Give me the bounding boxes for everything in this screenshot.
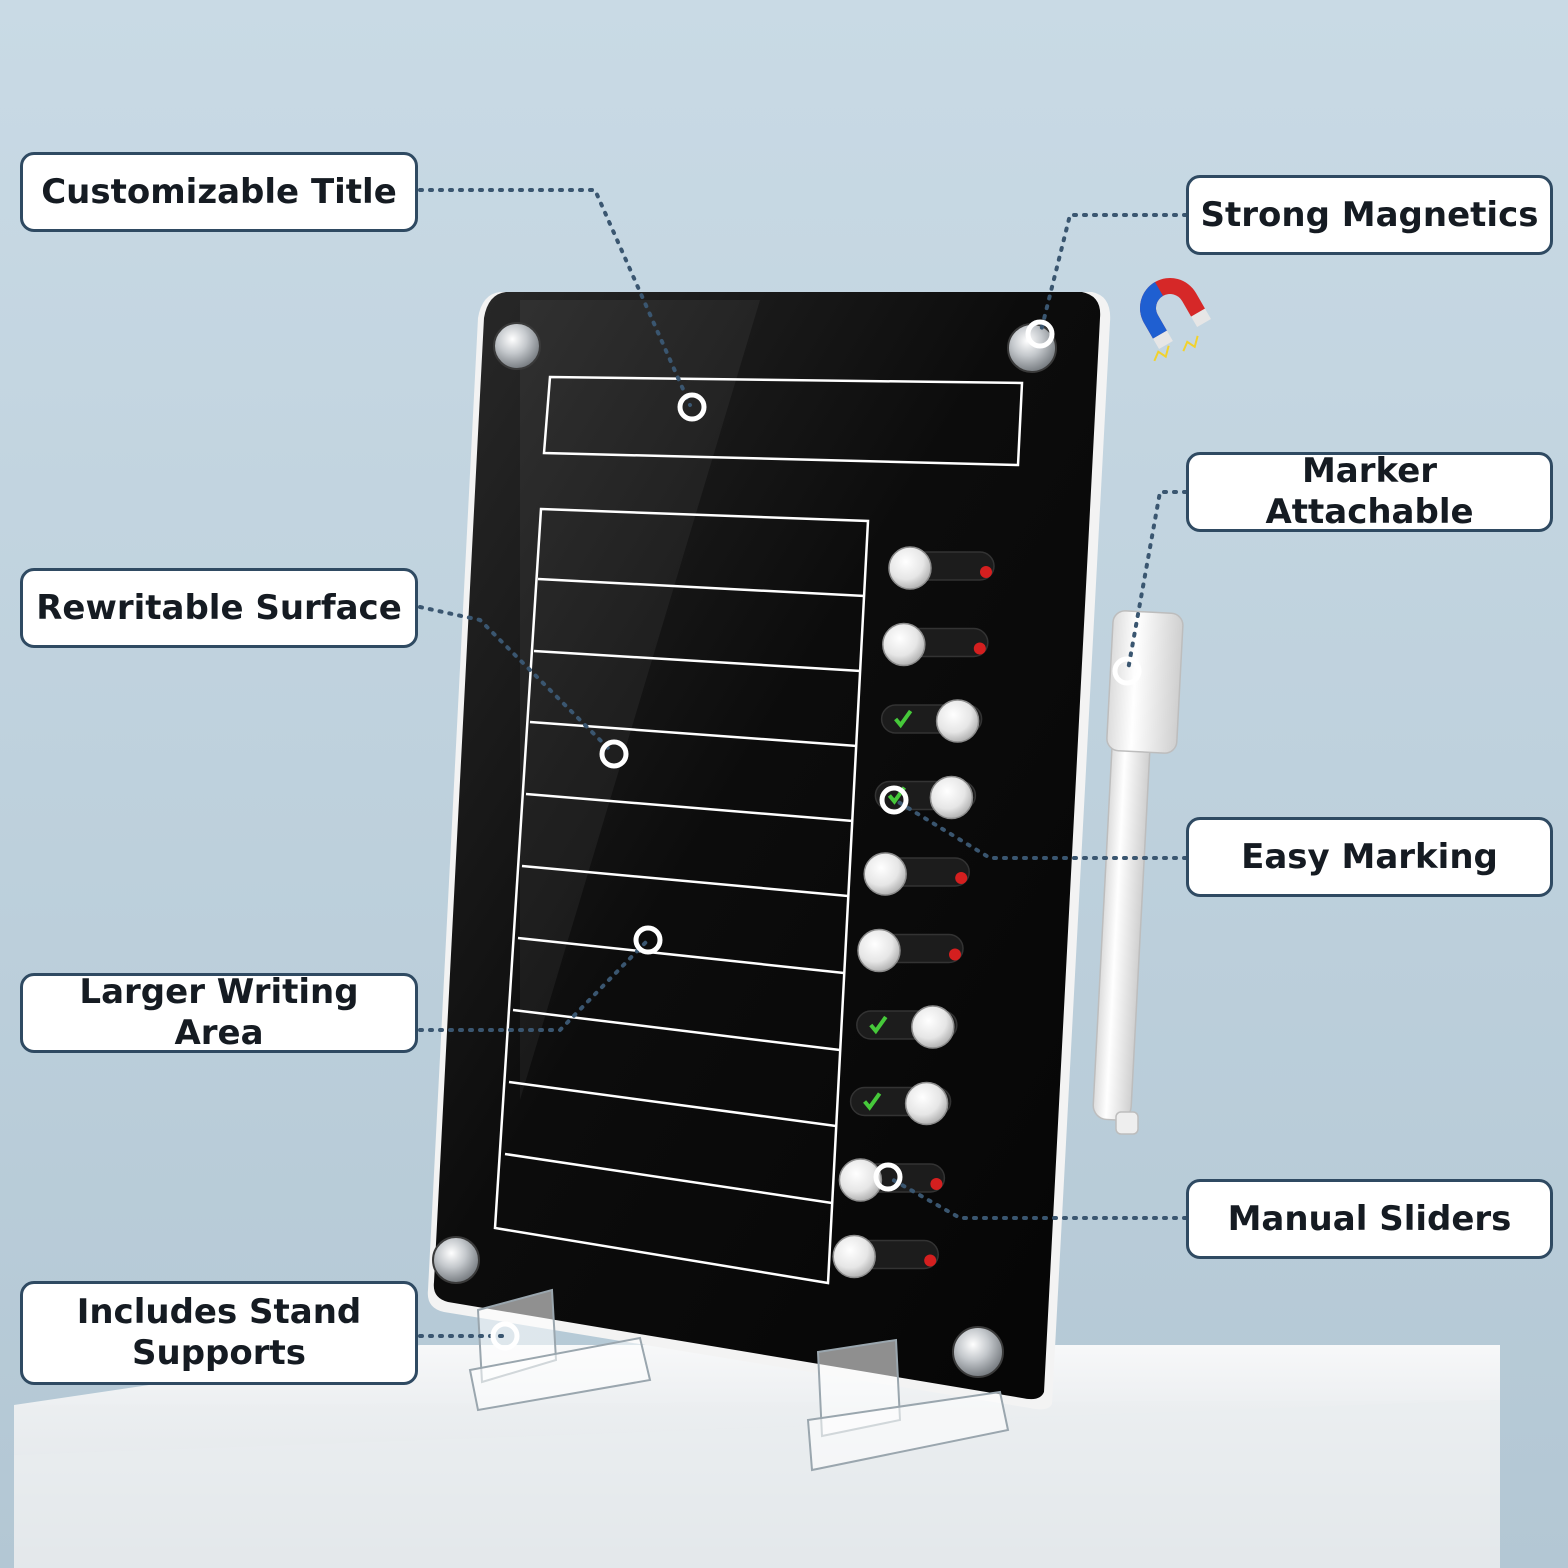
callout-customizable-title: Customizable Title — [20, 152, 418, 232]
red-indicator — [980, 566, 992, 578]
slider-2 — [882, 622, 989, 667]
slider-knob — [888, 546, 932, 590]
callout-label: Strong Magnetics — [1200, 194, 1539, 235]
whiteboard-marker — [1092, 610, 1184, 1135]
slider-8 — [849, 1081, 952, 1126]
slider-knob — [857, 928, 901, 973]
callout-strong-magnetics: Strong Magnetics — [1186, 175, 1553, 255]
magnetic-screws — [432, 322, 1057, 1378]
callout-manual-sliders: Manual Sliders — [1186, 1179, 1553, 1259]
callout-label: Includes Stand Supports — [76, 1292, 362, 1373]
red-indicator — [930, 1178, 943, 1190]
slider-knob — [929, 775, 974, 820]
callout-label: Manual Sliders — [1227, 1198, 1512, 1239]
slider-knob — [935, 699, 980, 743]
manual-sliders — [832, 546, 995, 1279]
callout-easy-marking: Easy Marking — [1186, 817, 1553, 897]
horseshoe-magnet-icon — [1140, 278, 1211, 362]
slider-9 — [838, 1158, 946, 1202]
red-indicator — [949, 948, 961, 961]
red-indicator — [955, 872, 968, 884]
check-icon — [863, 1092, 882, 1111]
slider-knob — [882, 622, 926, 667]
acrylic-board — [427, 292, 1111, 1410]
slider-knob — [904, 1081, 949, 1126]
check-icon — [894, 709, 913, 729]
callout-label: Larger Writing Area — [79, 972, 359, 1053]
callout-markers — [490, 319, 1142, 1351]
callout-label: Easy Marking — [1241, 836, 1498, 877]
slider-5 — [863, 852, 970, 896]
red-indicator — [924, 1254, 937, 1267]
display-pedestal — [14, 1345, 1500, 1568]
slider-10 — [832, 1234, 939, 1279]
slider-knob — [838, 1158, 883, 1202]
red-indicator — [973, 642, 986, 655]
callout-includes-stand-supports: Includes Stand Supports — [20, 1281, 418, 1385]
slider-6 — [857, 928, 964, 973]
callout-label: Marker Attachable — [1265, 451, 1474, 532]
title-box — [542, 375, 1024, 467]
callout-label: Customizable Title — [41, 171, 397, 212]
leader-lines — [418, 188, 1188, 1338]
slider-knob — [832, 1234, 876, 1279]
callout-label: Rewritable Surface — [36, 587, 402, 628]
callout-marker-attachable: Marker Attachable — [1186, 451, 1553, 532]
slider-knob — [911, 1005, 955, 1049]
slider-knob — [863, 852, 907, 896]
slider-1 — [888, 546, 995, 590]
slider-3 — [880, 699, 983, 743]
callout-rewritable-surface: Rewritable Surface — [20, 568, 418, 648]
callout-larger-writing-area: Larger Writing Area — [20, 972, 418, 1053]
check-icon — [869, 1015, 888, 1035]
slider-7 — [856, 1005, 958, 1049]
